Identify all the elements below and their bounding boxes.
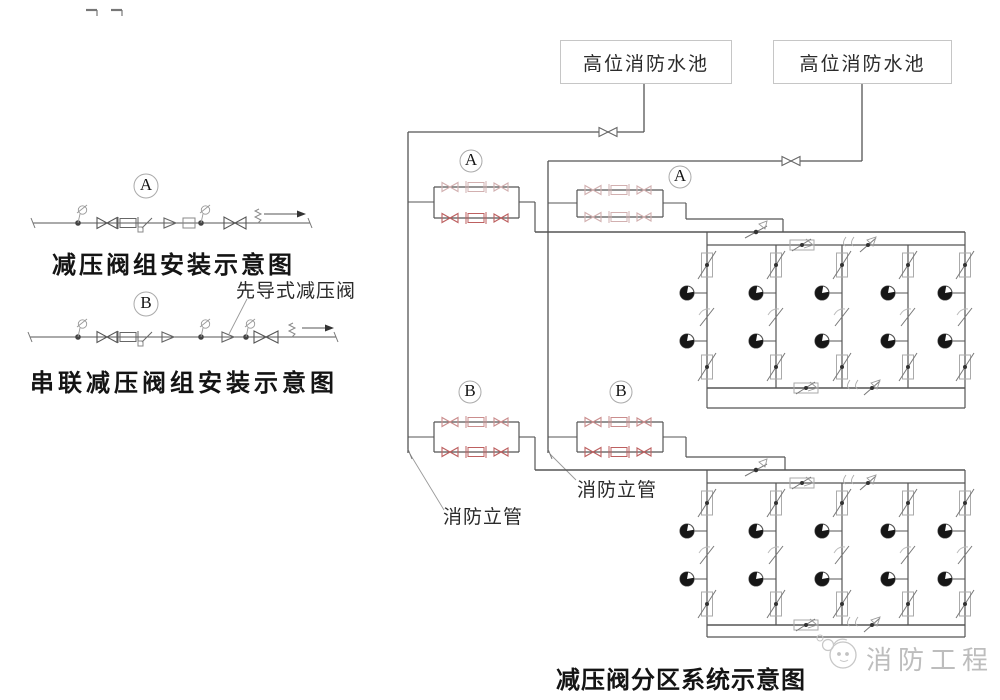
tank-right-box: 高位消防水池 (773, 40, 952, 84)
tag-left-a: A (139, 175, 153, 194)
riser-label-right: 消防立管 (577, 480, 658, 501)
riser-label-left: 消防立管 (443, 507, 524, 528)
tank-left-label: 高位消防水池 (582, 53, 709, 75)
valve-groups (408, 149, 786, 470)
tag-system-a-left: A (464, 150, 478, 169)
left-diagram-a (30, 173, 313, 233)
title-system: 减压阀分区系统示意图 (556, 667, 806, 694)
supply-lines (407, 82, 863, 453)
left-diagram-b (27, 291, 339, 347)
tag-system-b-left: B (464, 381, 476, 400)
tag-system-a-right: A (673, 166, 687, 185)
title-diagram-a: 减压阀组安装示意图 (52, 252, 295, 279)
tag-system-b-right: B (615, 381, 627, 400)
tank-right-label: 高位消防水池 (799, 53, 926, 75)
watermark-text: 消防工程 (866, 646, 995, 675)
corner-marks (86, 8, 123, 16)
title-diagram-b: 串联减压阀组安装示意图 (30, 370, 338, 397)
watermark-logo (816, 634, 857, 669)
tank-left-box: 高位消防水池 (560, 40, 732, 84)
tag-left-b: B (140, 293, 152, 312)
sprinkler-grid-upper (535, 220, 975, 409)
riser-leaders (407, 448, 577, 511)
sprinkler-grid-lower (535, 458, 975, 638)
pilot-valve-callout: 先导式减压阀 (236, 281, 357, 302)
